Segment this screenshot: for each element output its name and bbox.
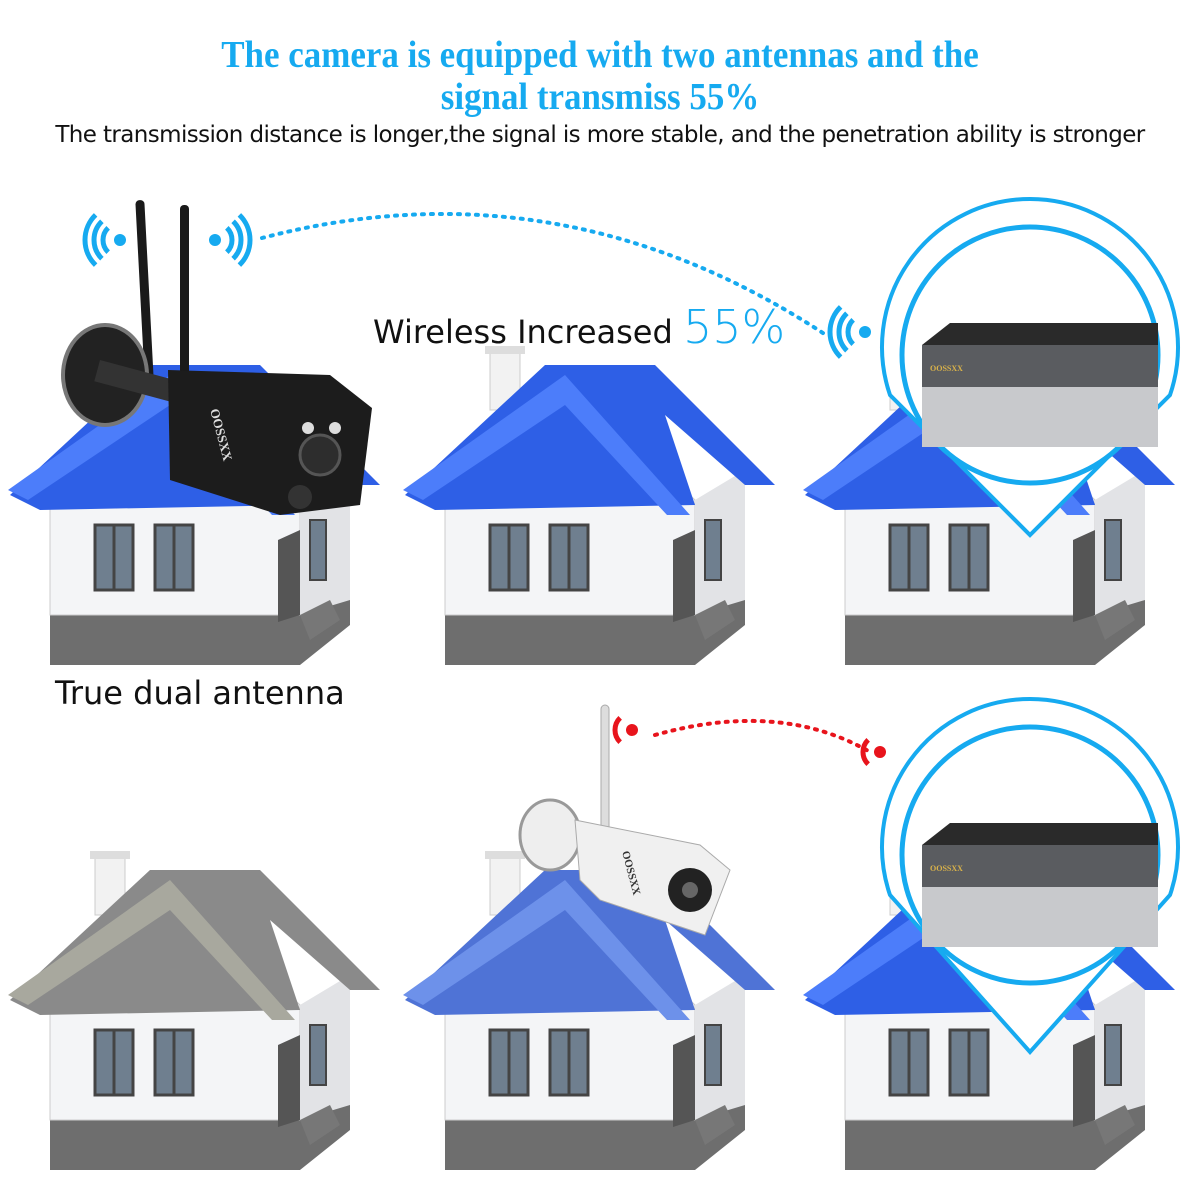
door: [673, 530, 695, 622]
door: [1073, 530, 1095, 622]
subheadline: The transmission distance is longer,the …: [55, 122, 1145, 148]
side-window: [1104, 1024, 1122, 1086]
door: [278, 530, 300, 622]
weak-signal-icon: [860, 738, 886, 766]
steps: [695, 1105, 735, 1145]
dual-antenna-caption: True dual antenna: [55, 674, 345, 712]
antenna: [600, 704, 610, 836]
wireless-increased-label: Wireless Increased 55%: [373, 300, 785, 354]
zoom-pin-top: OOSSXX: [880, 197, 1180, 538]
roof: [10, 870, 380, 1015]
door: [278, 1035, 300, 1127]
camera-mount: [518, 798, 582, 872]
weak-signal-icon: [612, 716, 638, 744]
side-window: [704, 519, 722, 581]
steps: [1095, 600, 1135, 640]
camera-lens: [298, 433, 342, 477]
roof: [405, 365, 775, 510]
antenna: [180, 205, 189, 380]
door: [1073, 1035, 1095, 1127]
single-antenna-camera: OOSSXX: [518, 704, 731, 936]
camera-body: [168, 370, 372, 515]
steps: [695, 600, 735, 640]
antenna: [135, 200, 154, 385]
wireless-percent: 55%: [682, 300, 786, 354]
zoom-pin-bottom: OOSSXX: [880, 697, 1180, 1056]
headline-line-1: The camera is equipped with two antennas…: [221, 34, 979, 76]
steps: [300, 600, 340, 640]
side-window: [1104, 519, 1122, 581]
steps: [300, 1105, 340, 1145]
side-window: [309, 1024, 327, 1086]
door: [673, 1035, 695, 1127]
side-window: [309, 519, 327, 581]
dual-antenna-camera: OOSSXX: [61, 200, 372, 515]
signal-path-strong: [260, 211, 828, 337]
wireless-label-text: Wireless Increased: [373, 313, 673, 351]
signal-path-weak: [653, 718, 872, 754]
wifi-signal-icon: [827, 305, 871, 359]
brand-logo: OOSSXX: [930, 864, 963, 873]
house-bottom-middle: [403, 851, 775, 1170]
house-bottom-left: [8, 851, 380, 1170]
steps: [1095, 1105, 1135, 1145]
wifi-signal-icon: [82, 213, 126, 267]
wifi-signal-icon: [209, 213, 253, 267]
side-window: [704, 1024, 722, 1086]
house-top-middle: [403, 346, 775, 665]
headline-line-2: signal transmiss 55%: [440, 76, 760, 118]
brand-logo: OOSSXX: [930, 364, 963, 373]
